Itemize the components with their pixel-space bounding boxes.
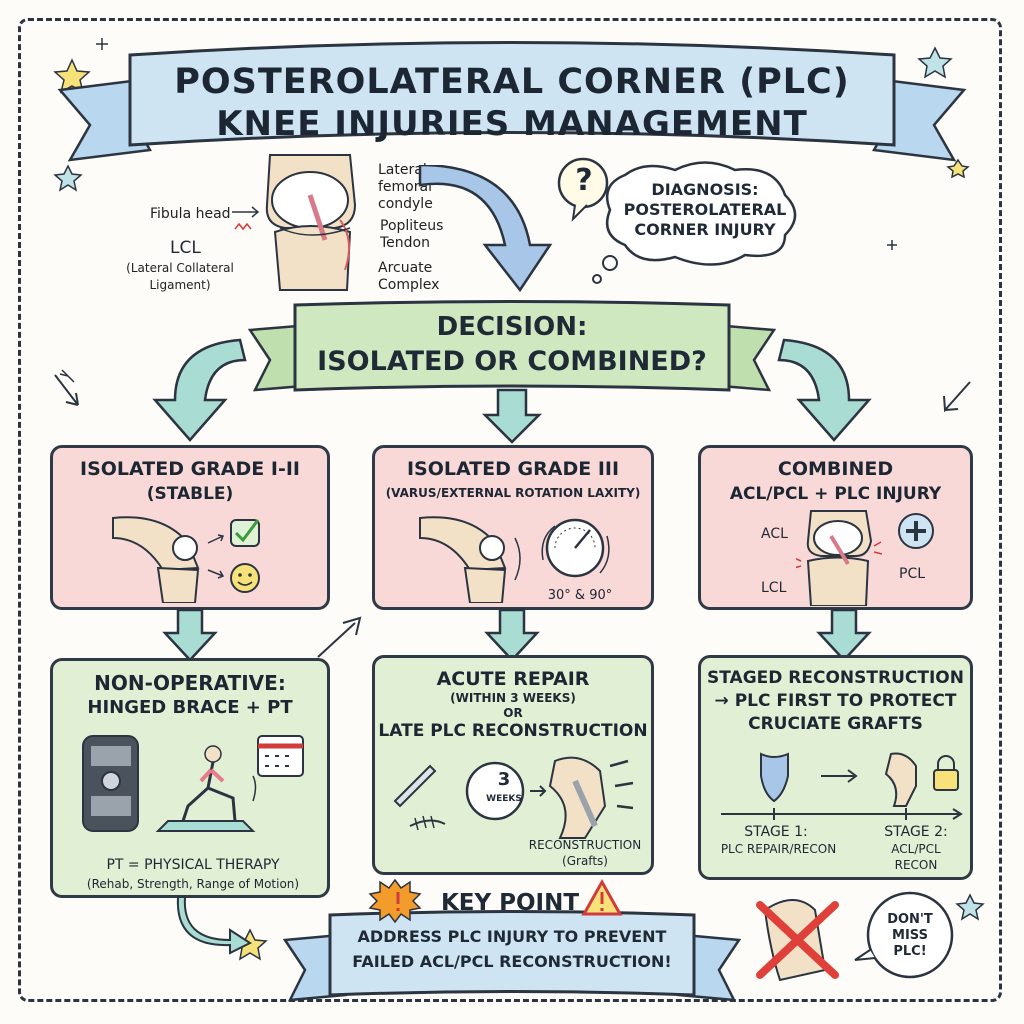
smiley-icon: [230, 563, 260, 593]
clock-unit: WEEKS: [486, 794, 522, 804]
isolated-grade-3-title: ISOLATED GRADE III: [406, 458, 620, 480]
stage1-label: STAGE 1:: [744, 824, 808, 840]
label-lcl: LCL: [170, 238, 201, 258]
sparkle-icon: [946, 158, 970, 179]
combined-title-line1: COMBINED: [777, 458, 894, 480]
non-operative-title: NON-OPERATIVE:: [94, 671, 286, 695]
label-lcl-full: (Lateral Collateral Ligament): [126, 261, 234, 292]
brace-pt-illustration: [82, 735, 304, 832]
label-fibula-head: Fibula head: [150, 206, 231, 222]
label-lcl-combined: LCL: [761, 580, 787, 596]
staged-title-line3: CRUCIATE GRAFTS: [748, 714, 923, 734]
non-operative-subtitle: HINGED BRACE + PT: [87, 697, 293, 718]
treatment-arrows: [162, 608, 872, 662]
stage2-label: STAGE 2:: [884, 824, 948, 840]
pt-definition: PT = PHYSICAL THERAPY: [106, 857, 280, 873]
star-icon: [917, 46, 953, 79]
branch-arrows: [54, 338, 971, 444]
acute-repair-window: (WITHIN 3 WEEKS): [450, 691, 576, 705]
knee-stable-illustration: [112, 516, 260, 603]
repair-reconstruction-box: ACUTE REPAIR (WITHIN 3 WEEKS) OR LATE PL…: [372, 655, 654, 875]
sparkle-icon: [96, 38, 108, 50]
question-mark-icon: ?: [575, 163, 593, 198]
x-mark-icon: [756, 901, 839, 979]
stage2-detail-line1: ACL/PCL: [891, 842, 941, 856]
curved-arrow-icon: [418, 165, 553, 293]
combined-injury-box: COMBINED ACL/PCL + PLC INJURY ACL PCL LC…: [698, 445, 973, 610]
key-point-line2: FAILED ACL/PCL RECONSTRUCTION!: [352, 952, 672, 971]
late-reconstruction-title: LATE PLC RECONSTRUCTION: [378, 721, 648, 741]
pointer-arrows: [232, 206, 260, 231]
staged-timeline-illustration: [721, 752, 963, 820]
isolated-grade-3-subtitle: (VARUS/EXTERNAL ROTATION LAXITY): [385, 486, 641, 500]
label-pcl: PCL: [899, 566, 926, 582]
angle-label: 30° & 90°: [547, 588, 613, 603]
burst-alert-icon: [368, 878, 422, 924]
stage1-detail: PLC REPAIR/RECON: [720, 842, 837, 856]
grafts-label: (Grafts): [562, 854, 608, 868]
acute-repair-title: ACUTE REPAIR: [436, 668, 590, 690]
key-point-arrow: [176, 896, 253, 955]
label-popliteus-tendon: Popliteus Tendon: [380, 218, 444, 251]
scalpel-icon: [393, 764, 437, 808]
varus-laxity-illustration: [419, 516, 610, 603]
star-icon: [955, 893, 985, 921]
diagnosis-text: DIAGNOSIS: POSTEROLATERAL CORNER INJURY: [623, 180, 787, 239]
decision-question: ISOLATED OR COMBINED?: [317, 346, 707, 377]
exercise-mat-icon: [155, 820, 256, 832]
clock-icon: [465, 761, 525, 821]
diagnosis-cloud: [557, 157, 797, 284]
knee-anatomy-illustration: [265, 154, 357, 291]
staged-title-line1: STAGED RECONSTRUCTION: [707, 668, 964, 688]
combined-title-line2: ACL/PCL + PLC INJURY: [729, 484, 942, 504]
reminder-illustration: [756, 891, 954, 982]
isolated-grade-1-2-subtitle: (STABLE): [146, 484, 234, 504]
title-ribbon: [57, 41, 967, 162]
non-operative-box: NON-OPERATIVE: HINGED BRACE + PT PT = PH…: [50, 658, 330, 898]
key-point-line1: ADDRESS PLC INJURY TO PREVENT: [357, 927, 667, 946]
star-icon: [53, 58, 91, 94]
staged-title-line2: → PLC FIRST TO PROTECT: [714, 691, 957, 711]
star-icon: [53, 164, 83, 192]
sparkle-icon: [59, 369, 75, 383]
pt-detail: (Rehab, Strength, Range of Motion): [86, 877, 300, 891]
label-arcuate-complex: Arcuate Complex: [378, 260, 440, 293]
label-lateral-femoral-condyle: Lateral femoral condyle: [378, 162, 433, 212]
or-label: OR: [503, 706, 523, 720]
reconstruction-label: RECONSTRUCTION: [528, 838, 642, 852]
page-title-line1: POSTEROLATERAL CORNER (PLC): [174, 62, 850, 102]
combined-knee-illustration: [796, 510, 934, 606]
decision-banner: [247, 300, 777, 392]
clock-number: 3: [497, 769, 511, 790]
label-acl: ACL: [761, 526, 788, 542]
sparkle-icon: [887, 240, 897, 250]
suture-icon: [409, 819, 446, 827]
graft-knee-icon: [548, 756, 607, 839]
shield-icon: [760, 752, 789, 803]
stage2-detail-line2: RECON: [894, 858, 938, 872]
page-border: [18, 18, 1002, 1002]
repair-illustration: [393, 756, 634, 839]
staged-reconstruction-box: STAGED RECONSTRUCTION → PLC FIRST TO PRO…: [698, 655, 973, 880]
key-point-banner: [282, 878, 742, 1002]
key-point-title: KEY POINT: [440, 890, 580, 916]
isolated-grade-3-box: ISOLATED GRADE III (VARUS/EXTERNAL ROTAT…: [372, 445, 654, 610]
page-title-line2: KNEE INJURIES MANAGEMENT: [216, 104, 808, 144]
isolated-grade-1-2-box: ISOLATED GRADE I-II (STABLE): [50, 445, 330, 610]
calendar-icon: [257, 735, 304, 777]
decision-title: DECISION:: [436, 312, 588, 342]
reminder-bubble: DON'T MISS PLC!: [887, 912, 933, 959]
lock-icon: [933, 769, 959, 791]
isolated-grade-1-2-title: ISOLATED GRADE I-II: [80, 458, 300, 480]
person-exercising-icon: [204, 745, 222, 763]
